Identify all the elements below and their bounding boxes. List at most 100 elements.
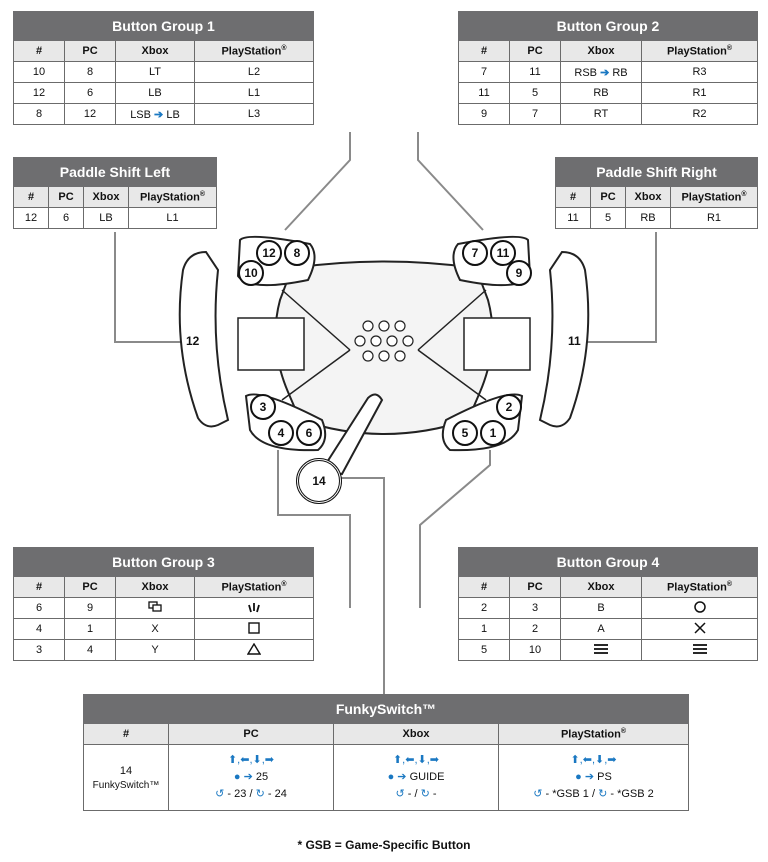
wheel-button-2: 2 <box>496 394 522 420</box>
funky-num: 14 <box>119 765 133 777</box>
wheel-button-7: 7 <box>462 240 488 266</box>
rotate-cw-icon: ↻ <box>598 788 608 800</box>
square-icon <box>248 621 260 634</box>
col-xbox: Xbox <box>333 723 499 745</box>
funky-ps-cell: ⬆,⬅,⬇,➡ ● ➔ PS ↺ - *GSB 1 / ↻ - *GSB 2 <box>498 744 689 811</box>
rotate-ccw-icon: ↺ <box>395 788 405 800</box>
table-title: Paddle Shift Left <box>13 157 217 187</box>
col-xbox: Xbox <box>560 40 642 62</box>
col-xbox: Xbox <box>83 186 129 208</box>
col-pc: PC <box>48 186 84 208</box>
paddle-right <box>538 250 590 428</box>
wheel-button-5: 5 <box>452 420 478 446</box>
col-pc: PC <box>509 40 561 62</box>
rotate-ccw-icon: ↺ <box>215 788 225 800</box>
direction-arrows-icon: ⬆,⬅,⬇,➡ <box>227 754 275 766</box>
push-icon: ● <box>233 771 241 783</box>
push-icon: ● <box>575 771 582 783</box>
col-num: # <box>13 576 65 598</box>
col-num: # <box>458 576 510 598</box>
col-xbox: Xbox <box>625 186 671 208</box>
arrow-right-icon: ➔ <box>154 108 164 121</box>
funky-pc-cell: ⬆,⬅,⬇,➡ ● ➔ 25 ↺ - 23 / ↻ - 24 <box>168 744 334 811</box>
col-ps: PlayStation® <box>641 40 758 62</box>
arrow-right-icon: ➔ <box>600 66 610 79</box>
col-ps: PlayStation® <box>194 576 314 598</box>
wheel-button-9: 9 <box>506 260 532 286</box>
rotate-cw-icon: ↻ <box>420 788 430 800</box>
wheel-button-11: 11 <box>490 240 516 266</box>
col-num: # <box>13 40 65 62</box>
col-xbox: Xbox <box>560 576 642 598</box>
wheel-button-1: 1 <box>480 420 506 446</box>
circle-icon <box>693 600 706 613</box>
col-ps: PlayStation® <box>641 576 758 598</box>
footnote: * GSB = Game-Specific Button <box>297 838 471 852</box>
rotate-cw-icon: ↻ <box>255 788 265 800</box>
funky-xbox-cell: ⬆,⬅,⬇,➡ ● ➔ GUIDE ↺ - / ↻ - <box>333 744 499 811</box>
col-num: # <box>458 40 510 62</box>
col-ps: PlayStation® <box>194 40 314 62</box>
wheel-button-4: 4 <box>268 420 294 446</box>
push-icon: ● <box>387 771 395 783</box>
col-pc: PC <box>64 40 116 62</box>
menu-icon <box>594 643 608 654</box>
rotate-ccw-icon: ↺ <box>533 788 543 800</box>
col-num: # <box>13 186 49 208</box>
col-pc: PC <box>590 186 626 208</box>
direction-arrows-icon: ⬆,⬅,⬇,➡ <box>570 754 617 766</box>
col-num: # <box>83 723 169 745</box>
col-pc: PC <box>509 576 561 598</box>
col-xbox: Xbox <box>115 576 195 598</box>
share-icon <box>248 602 260 612</box>
direction-arrows-icon: ⬆,⬅,⬇,➡ <box>392 754 440 766</box>
table-title: Paddle Shift Right <box>555 157 758 187</box>
col-pc: PC <box>168 723 334 745</box>
wheel-button-8: 8 <box>284 240 310 266</box>
table-title: Button Group 4 <box>458 547 758 577</box>
paddle-left <box>178 250 230 428</box>
col-ps: PlayStation® <box>670 186 758 208</box>
col-num: # <box>555 186 591 208</box>
table-title: Button Group 3 <box>13 547 314 577</box>
paddle-right-label: 11 <box>568 334 581 348</box>
options-icon <box>692 643 707 654</box>
col-pc: PC <box>64 576 116 598</box>
funky-name: FunkySwitch™ <box>92 780 160 791</box>
wheel-button-3: 3 <box>250 394 276 420</box>
paddle-left-label: 12 <box>186 334 200 348</box>
col-ps: PlayStation® <box>498 723 689 745</box>
wheel-button-10: 10 <box>238 260 264 286</box>
wheel-button-6: 6 <box>296 420 322 446</box>
wheel-button-12: 12 <box>256 240 282 266</box>
view-icon <box>148 600 162 612</box>
triangle-icon <box>246 642 262 655</box>
col-xbox: Xbox <box>115 40 195 62</box>
table-title: FunkySwitch™ <box>83 694 689 724</box>
table-title: Button Group 1 <box>13 11 314 41</box>
col-ps: PlayStation® <box>128 186 217 208</box>
cross-icon <box>693 621 706 634</box>
